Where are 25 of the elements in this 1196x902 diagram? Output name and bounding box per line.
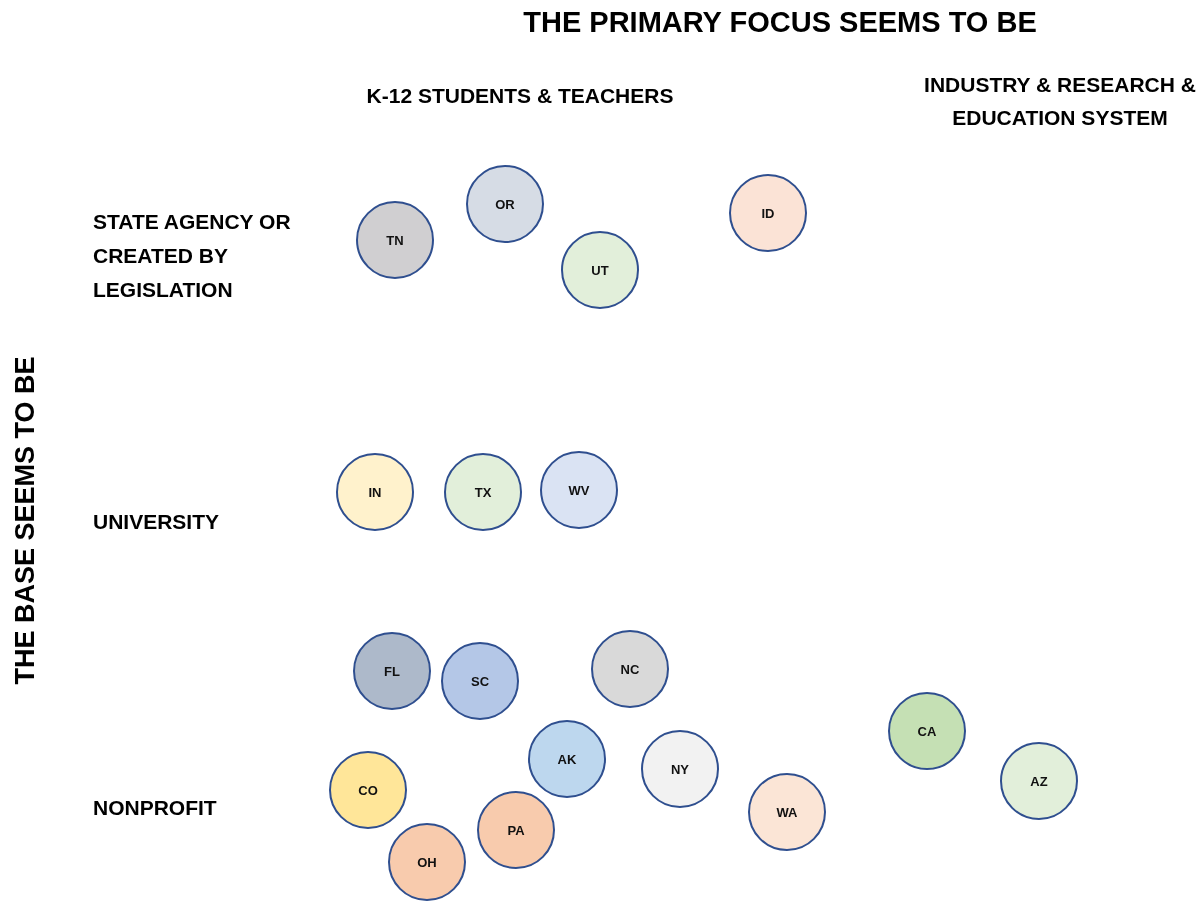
state-code: PA	[507, 822, 525, 838]
state-code: NY	[670, 761, 690, 777]
state-code: OH	[417, 854, 437, 870]
row-header: STATE AGENCY OR CREATED BY LEGISLATION	[93, 209, 292, 303]
row-header: NONPROFIT	[93, 796, 217, 820]
state-code: CO	[358, 782, 378, 798]
axis-title: THE BASE SEEMS TO BE	[9, 355, 41, 687]
state-code: AK	[557, 751, 577, 767]
state-code: WV	[568, 482, 590, 498]
state-code: OR	[495, 196, 515, 212]
state-code: UT	[591, 262, 609, 278]
row-header: UNIVERSITY	[93, 510, 220, 534]
chart-title: THE PRIMARY FOCUS SEEMS TO BE	[522, 6, 1038, 39]
state-code: CA	[917, 723, 937, 739]
state-code: WA	[776, 804, 798, 820]
state-code: TN	[386, 232, 404, 248]
state-code: FL	[384, 663, 400, 679]
state-code: ID	[761, 205, 775, 221]
column-header: INDUSTRY & RESEARCH & EDUCATION SYSTEM	[923, 72, 1196, 131]
state-code: NC	[620, 661, 640, 677]
column-header: K-12 STUDENTS & TEACHERS	[365, 84, 675, 108]
state-code: SC	[470, 673, 490, 689]
state-code: TX	[474, 484, 492, 500]
state-code: IN	[368, 484, 382, 500]
state-code: AZ	[1030, 773, 1048, 789]
